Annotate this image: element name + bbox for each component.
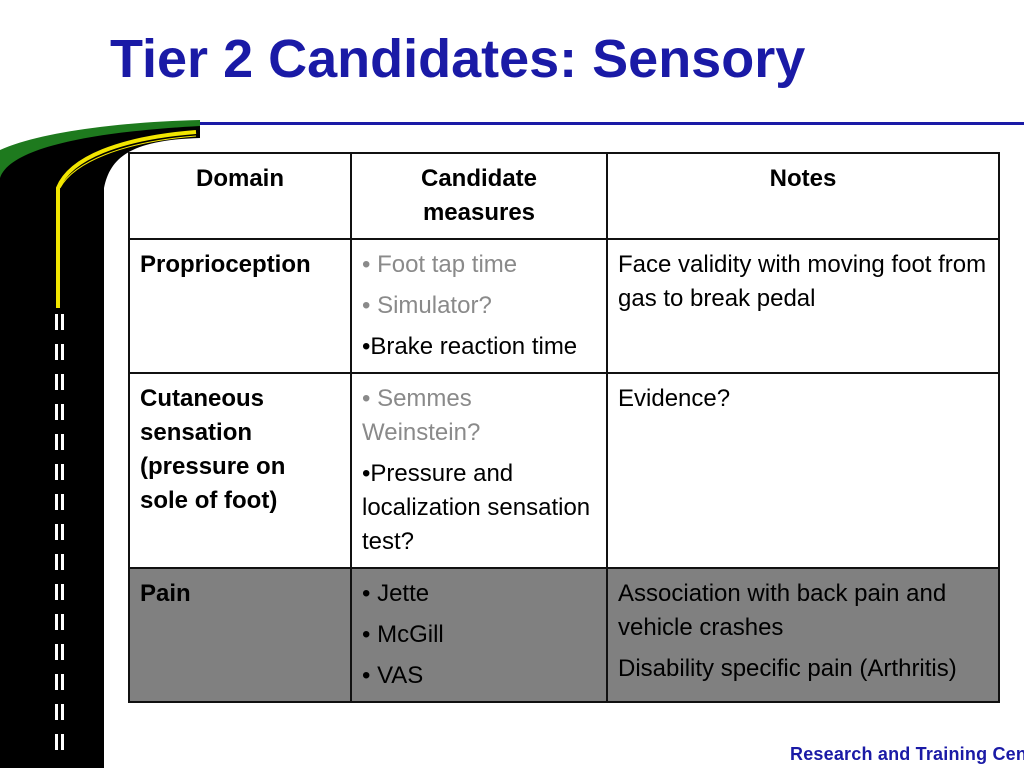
notes-cell: Face validity with moving foot from gas … [606,238,1000,374]
title-underline [190,122,1024,125]
measures-cell: • Foot tap time • Simulator? •Brake reac… [350,238,608,374]
domain-cell: Pain [128,567,352,703]
measure-item: • Foot tap time [362,251,518,278]
measure-item: • Semmes Weinstein? [362,385,481,446]
measure-item: •Brake reaction time [362,333,578,360]
table-row: Proprioception • Foot tap time • Simulat… [128,238,1000,374]
measures-cell: • Semmes Weinstein? •Pressure and locali… [350,372,608,569]
measure-item: • VAS [362,662,424,689]
table-row: Cutaneous sensation (pressure on sole of… [128,372,1000,569]
table-header-row: Domain Candidate measures Notes [128,152,1000,240]
domain-cell: Cutaneous sensation (pressure on sole of… [128,372,352,569]
domain-cell: Proprioception [128,238,352,374]
road-illustration [0,120,200,768]
measures-cell: • Jette • McGill • VAS [350,567,608,703]
note-item: Association with back pain and vehicle c… [618,580,947,641]
measure-item: • Simulator? [362,292,492,319]
notes-cell: Evidence? [606,372,1000,569]
notes-cell: Association with back pain and vehicle c… [606,567,1000,703]
candidates-table: Domain Candidate measures Notes Proprioc… [128,152,1000,703]
measure-item: • Jette [362,580,430,607]
measure-item: • McGill [362,621,444,648]
note-item: Face validity with moving foot from gas … [618,251,987,312]
measure-item: •Pressure and localization sensation tes… [362,460,591,555]
note-item: Disability specific pain (Arthritis) [618,655,957,682]
slide-title: Tier 2 Candidates: Sensory [110,29,806,89]
header-domain: Domain [128,152,352,240]
footer-org-name: Research and Training Center [790,744,1024,764]
header-notes: Notes [606,152,1000,240]
note-item: Evidence? [618,385,731,412]
header-candidate-measures: Candidate measures [350,152,608,240]
table-row: Pain • Jette • McGill • VAS Association … [128,567,1000,703]
